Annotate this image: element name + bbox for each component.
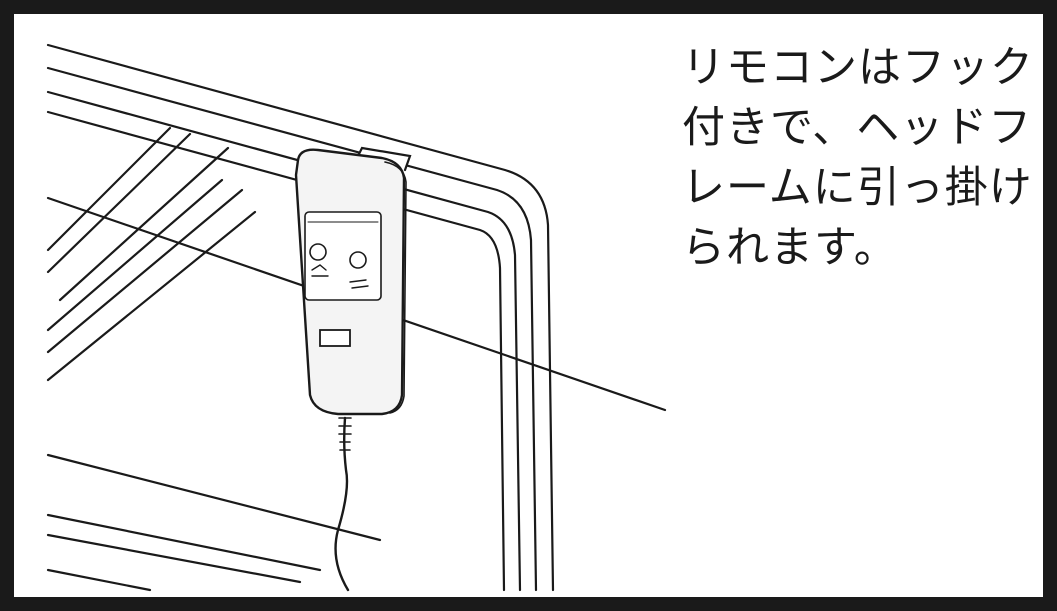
caption-line-3: レームに引っ掛け	[682, 163, 1033, 213]
remote-cord	[334, 416, 352, 592]
remote-control-icon	[294, 148, 407, 416]
head-up-button-icon	[309, 243, 329, 277]
caption-line-4: られます。	[682, 223, 898, 273]
caption-line-2: 付きで、ヘッドフ	[682, 103, 1033, 153]
bed-slats	[46, 126, 257, 382]
caption-line-1: リモコンはフック	[682, 43, 1034, 93]
head-frame	[46, 43, 555, 592]
head-down-button-icon	[349, 251, 369, 289]
side-rails	[46, 453, 382, 592]
instruction-caption: リモコンはフック 付きで、ヘッドフ レームに引っ掛け られます。	[682, 38, 1034, 278]
